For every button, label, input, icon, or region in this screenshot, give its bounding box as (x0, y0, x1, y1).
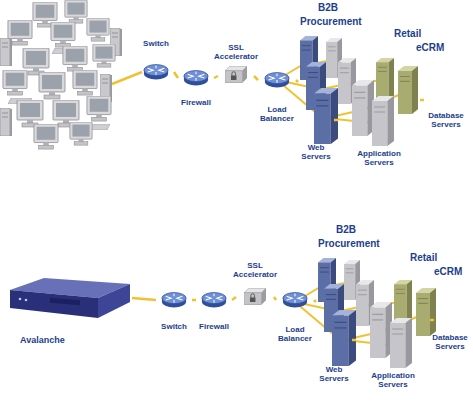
pc-monitor (93, 44, 115, 67)
network-link (174, 72, 178, 78)
application-label: B2B (336, 224, 356, 235)
network-link (420, 99, 424, 102)
node-label: Web Servers (296, 144, 336, 162)
ssl-accelerator-icon (244, 288, 266, 305)
database-server-tower (416, 288, 436, 336)
switch-icon (162, 293, 186, 308)
network-link (192, 299, 196, 302)
network-node: Web Servers (298, 34, 334, 162)
pc-monitor (87, 18, 109, 41)
network-link (274, 297, 276, 300)
node-label: Load Balancer (272, 326, 318, 344)
node-label: Database Servers (423, 112, 469, 130)
network-node: Firewall (196, 286, 232, 332)
pc-monitor (70, 122, 92, 145)
network-node: Application Servers (356, 262, 430, 390)
pc-tower (0, 108, 12, 136)
application-label: Procurement (300, 16, 362, 27)
app-server-tower (390, 318, 412, 368)
node-label: Firewall (199, 323, 229, 332)
network-node: Web Servers (316, 256, 352, 384)
node-label: Load Balancer (254, 106, 300, 124)
client-cluster (0, 0, 142, 149)
network-node: Switch (156, 286, 192, 332)
network-link (334, 119, 338, 122)
ssl-accelerator-icon (225, 66, 247, 83)
appliance-front (10, 290, 98, 318)
network-link (430, 319, 434, 322)
web-server-tower (332, 310, 356, 366)
node-label: SSL Accelerator (227, 262, 283, 280)
status-led (19, 298, 22, 301)
node-label: Switch (161, 323, 187, 332)
pc-monitor (63, 46, 87, 71)
node-label: Web Servers (314, 366, 354, 384)
node-label: Application Servers (364, 372, 422, 390)
load-balancer-icon (265, 73, 289, 88)
network-link (232, 297, 236, 300)
network-link (296, 80, 298, 82)
application-label: Retail (394, 28, 421, 39)
network-node: Database Servers (434, 272, 466, 352)
app-server-tower (352, 80, 374, 136)
pc-tower (0, 38, 12, 66)
app-server-tower (372, 96, 394, 146)
network-node: Database Servers (424, 50, 468, 130)
network-node: SSL Accelerator (218, 44, 254, 86)
network-wire (112, 72, 142, 84)
network-node: Avalanche (8, 276, 132, 346)
network-link (314, 300, 316, 302)
node-label: SSL Accelerator (208, 44, 264, 62)
server-farm (300, 36, 418, 146)
application-label: Procurement (318, 238, 380, 249)
node-label: Switch (143, 40, 169, 49)
network-node: Load Balancer (276, 286, 314, 344)
application-label: B2B (318, 2, 338, 13)
application-label: Retail (410, 252, 437, 263)
pc-monitor (3, 70, 27, 95)
status-led (25, 299, 28, 302)
network-node: SSL Accelerator (236, 262, 274, 306)
firewall-icon (184, 71, 208, 86)
network-node: Application Servers (338, 40, 420, 168)
server-farm (318, 258, 436, 368)
avalanche-appliance (10, 278, 130, 318)
app-server-tower (370, 302, 392, 358)
network-link (132, 298, 156, 300)
network-node: Load Balancer (258, 66, 296, 124)
node-label: Database Servers (428, 334, 472, 352)
appliance-side (98, 284, 130, 318)
application-label: eCRM (416, 42, 444, 53)
pc-monitor (51, 22, 75, 47)
load-balancer-icon (283, 293, 307, 308)
appliance-panel (50, 298, 80, 306)
pc-monitor (17, 100, 43, 127)
network-link (352, 339, 356, 342)
database-server-tower (398, 66, 418, 114)
node-label: Firewall (181, 99, 211, 108)
network-link (254, 76, 258, 80)
node-label: Avalanche (20, 336, 65, 346)
application-label: eCRM (434, 266, 462, 277)
network-node: Firewall (178, 62, 214, 108)
pc-monitor (39, 72, 65, 99)
database-server-tower (394, 280, 412, 322)
pc-monitor (65, 0, 87, 23)
pc-monitor (87, 96, 111, 121)
pc-monitor (73, 70, 97, 95)
node-label: Application Servers (350, 150, 408, 168)
firewall-icon (202, 293, 226, 308)
pc-monitor (34, 124, 58, 149)
web-server-tower (314, 88, 338, 144)
pc-monitor (8, 20, 32, 45)
network-link (214, 76, 218, 78)
switch-icon (144, 65, 168, 80)
network-node: Switch (138, 40, 174, 84)
database-server-tower (376, 58, 394, 100)
